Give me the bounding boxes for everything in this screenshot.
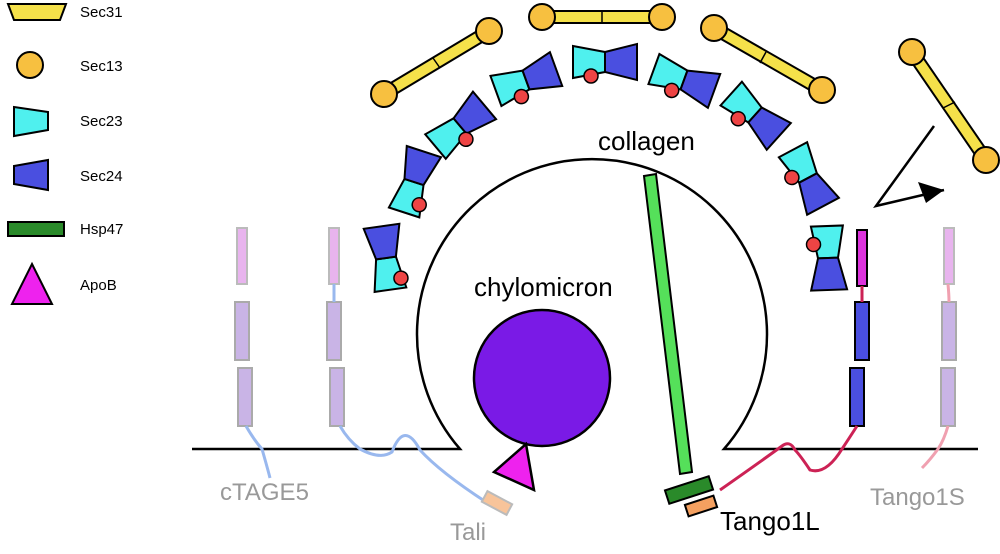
tali-tip [480, 489, 514, 517]
sec23-sec24-dimer [423, 90, 498, 161]
ctage5-protein [234, 227, 272, 479]
sec23-sec24-dimer [362, 222, 409, 294]
sec23-sec24-dimer [572, 42, 638, 84]
legend-item-sec23: Sec23 [13, 105, 123, 138]
tango1s-protein [920, 227, 957, 470]
label-tali: Tali [450, 519, 486, 546]
legend-item-hsp47: Hsp47 [7, 221, 123, 238]
sec23-sec24-dimer [718, 80, 793, 152]
legend-label-sec24: Sec24 [80, 168, 123, 185]
label-tango1l: Tango1L [720, 506, 820, 536]
er-membrane [192, 157, 978, 451]
sec31-icon [6, 3, 68, 21]
legend-item-apob: ApoB [10, 261, 117, 305]
legend-label-hsp47: Hsp47 [80, 221, 123, 238]
legend-label-sec31: Sec31 [80, 4, 123, 21]
sec23-icon [13, 105, 49, 138]
chylomicron-particle [472, 308, 612, 448]
sec23-sec24-dimer [387, 144, 443, 219]
hsp47-icon [7, 221, 65, 237]
sec23-sec24-coat [362, 42, 849, 294]
sec23-sec24-dimer [805, 224, 849, 292]
sec31-rod [370, 17, 503, 108]
sec23-sec24-dimer [647, 52, 722, 110]
legend-item-sec31: Sec31 [6, 3, 123, 21]
legend-label-apob: ApoB [80, 277, 117, 294]
sec31-cage [370, 3, 1000, 174]
arrow-icon [873, 125, 945, 208]
hsp47-bar [663, 474, 715, 506]
sec31-rod-released [898, 38, 1000, 174]
tali-protein [326, 227, 514, 517]
label-collagen: collagen [598, 126, 695, 156]
apob-icon [10, 261, 54, 305]
label-tango1s: Tango1S [870, 484, 965, 511]
sec13-icon [16, 51, 44, 79]
label-ctage5: cTAGE5 [220, 479, 309, 506]
legend-label-sec23: Sec23 [80, 113, 123, 130]
label-chylomicron: chylomicron [474, 272, 613, 302]
legend-item-sec13: Sec13 [16, 51, 123, 79]
sec23-sec24-dimer [777, 140, 841, 217]
sec24-icon [13, 158, 49, 192]
legend-item-sec24: Sec24 [13, 158, 123, 192]
collagen-rod [642, 172, 694, 476]
sec31-rod [700, 14, 836, 104]
tango1l-protein [719, 229, 870, 492]
legend-label-sec13: Sec13 [80, 58, 123, 75]
sec31-rod [528, 3, 676, 31]
apob-triangle [491, 441, 536, 493]
tango1l-tip [683, 494, 719, 518]
sec23-sec24-dimer [489, 50, 564, 108]
legend: Sec31 Sec13 Sec23 Sec24 Hsp47 ApoB [6, 3, 123, 305]
